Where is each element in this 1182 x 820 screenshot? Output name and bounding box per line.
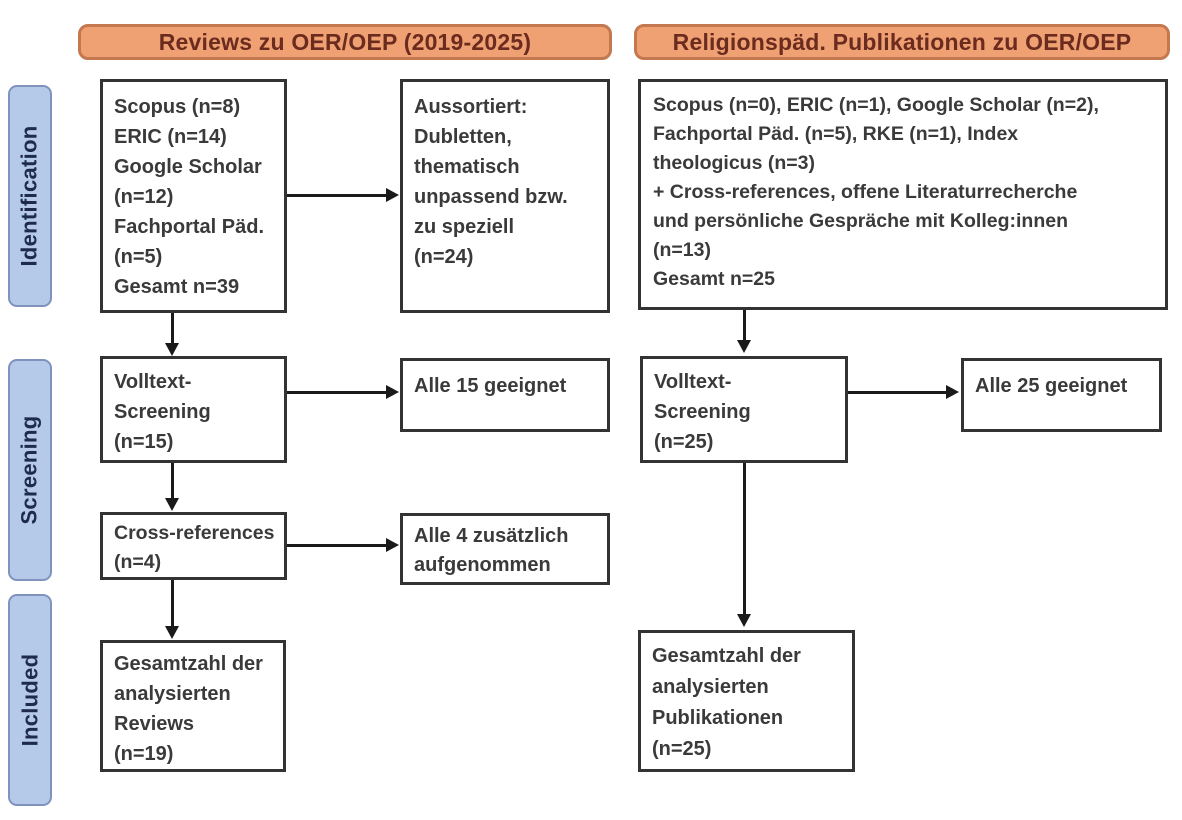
box-reviews-sources: Scopus (n=8) ERIC (n=14) Google Scholar …	[100, 79, 287, 313]
box-reviews-crossreferences: Cross-references (n=4)	[100, 512, 287, 580]
box-reviews-crossref-result: Alle 4 zusätzlich aufgenommen	[400, 513, 610, 585]
box-relpaed-sources: Scopus (n=0), ERIC (n=1), Google Scholar…	[638, 79, 1168, 310]
box-relpaed-included-total: Gesamtzahl der analysierten Publikatione…	[638, 630, 855, 772]
stage-badge-identification: Identification	[8, 85, 52, 307]
column-header-religionspaed: Religionspäd. Publikationen zu OER/OEP	[634, 24, 1170, 60]
box-reviews-excluded: Aussortiert: Dubletten, thematisch unpas…	[400, 79, 610, 313]
stage-badge-included: Included	[8, 594, 52, 806]
box-reviews-included-total: Gesamtzahl der analysierten Reviews (n=1…	[100, 640, 286, 772]
stage-label-screening: Screening	[17, 415, 43, 525]
stage-badge-screening: Screening	[8, 359, 52, 581]
stage-label-included: Included	[17, 653, 43, 747]
box-reviews-fulltext-screening: Volltext- Screening (n=15)	[100, 356, 287, 463]
column-header-reviews: Reviews zu OER/OEP (2019-2025)	[78, 24, 612, 60]
stage-label-identification: Identification	[17, 125, 42, 267]
box-relpaed-fulltext-screening: Volltext- Screening (n=25)	[640, 356, 848, 463]
box-relpaed-fulltext-result: Alle 25 geeignet	[961, 358, 1162, 432]
box-reviews-fulltext-result: Alle 15 geeignet	[400, 358, 610, 432]
